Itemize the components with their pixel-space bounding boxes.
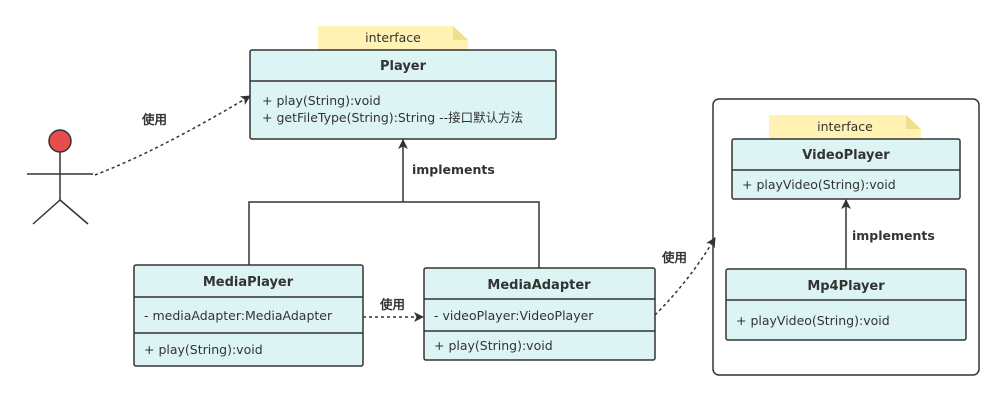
class-videoplayer[interactable]: VideoPlayer + playVideo(String):void [731,138,961,200]
method-playvideo: + playVideo(String):void [736,313,890,328]
class-mp4player[interactable]: Mp4Player + playVideo(String):void [725,268,967,341]
interface-note-player: interface [318,26,468,50]
relation-implements-videoplayer: implements [841,199,935,269]
relation-adapter-uses-videoplayer: 使用 [654,237,716,316]
class-player[interactable]: Player + play(String):void + getFileType… [249,49,557,140]
class-name: Player [380,59,427,74]
class-name: MediaAdapter [487,278,591,293]
attribute-videoplayer: - videoPlayer:VideoPlayer [434,308,594,323]
note-label: interface [817,119,873,134]
actor-leg-left [32,199,61,225]
class-name: VideoPlayer [802,148,890,163]
actor-user [27,129,93,225]
interface-note-videoplayer: interface [769,115,921,139]
class-mediaadapter[interactable]: MediaAdapter - videoPlayer:VideoPlayer +… [423,267,656,361]
relation-label: 使用 [141,112,167,127]
relation-mediaplayer-uses-adapter: 使用 [363,297,424,322]
relation-label: implements [412,162,495,177]
class-mediaplayer[interactable]: MediaPlayer - mediaAdapter:MediaAdapter … [133,264,364,367]
note-label: interface [365,30,421,45]
attribute-mediaadapter: - mediaAdapter:MediaAdapter [144,308,333,323]
relation-label: 使用 [379,297,405,312]
method-getfiletype: + getFileType(String):String --接口默认方法 [262,110,523,125]
actor-leg-right [59,199,89,225]
video-player-group-container [712,98,980,376]
method-play: + play(String):void [434,338,553,353]
relation-implements-player: implements [248,139,540,268]
method-playvideo: + playVideo(String):void [742,177,896,192]
method-play: + play(String):void [262,93,381,108]
relation-actor-uses-player: 使用 [94,95,251,176]
relation-label: 使用 [661,250,687,265]
actor-head [48,129,72,153]
relation-label: implements [852,228,935,243]
class-name: Mp4Player [807,279,885,294]
method-play: + play(String):void [144,342,263,357]
class-name: MediaPlayer [203,275,294,290]
